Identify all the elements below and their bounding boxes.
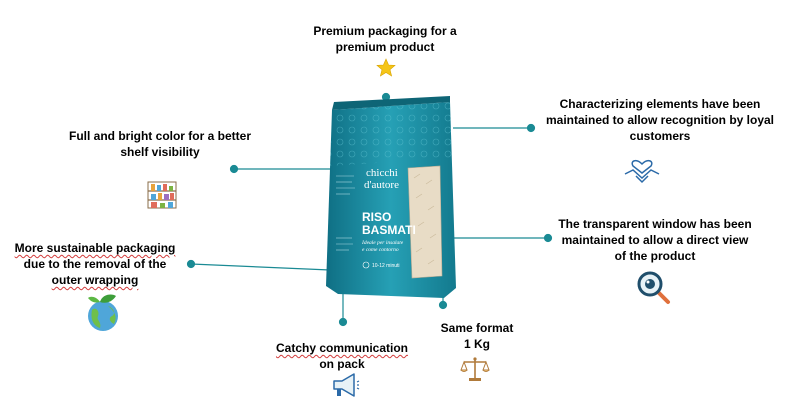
callout-same-format: Same format 1 Kg bbox=[432, 320, 522, 352]
sustainable-line-1: More sustainable packaging bbox=[14, 241, 176, 255]
globe-leaf-icon bbox=[88, 294, 118, 331]
pack-brand-line-1: chicchi bbox=[366, 167, 398, 179]
rice-pack-image: chicchi d'autore RISO BASMATI Ideale per… bbox=[326, 96, 456, 298]
callout-characterizing-elements: Characterizing elements have been mainta… bbox=[545, 97, 775, 143]
pack-brand-line-2: d'autore bbox=[364, 179, 399, 191]
scales-icon bbox=[460, 357, 490, 381]
shelf-icon bbox=[147, 181, 177, 209]
callout-premium-packaging: Premium packaging for a premium product bbox=[313, 24, 457, 54]
callout-transparent-window: The transparent window has been maintain… bbox=[558, 217, 752, 263]
callout-sustainable-packaging: More sustainable packaging due to the re… bbox=[10, 240, 180, 288]
pack-subtitle-line-1: Ideale per insalate bbox=[361, 240, 404, 246]
pack-subtitle-line-2: e come contorno bbox=[362, 247, 399, 253]
magnifier-icon bbox=[637, 271, 670, 304]
star-icon bbox=[376, 58, 396, 77]
callout-bright-color: Full and bright color for a better shelf… bbox=[68, 129, 251, 159]
format-line-1: Same format bbox=[440, 321, 514, 335]
catchy-line-2: on pack bbox=[319, 357, 365, 371]
pack-cook-time: 10-12 minuti bbox=[372, 263, 400, 269]
pack-product-line-2: BASMATI bbox=[362, 223, 416, 237]
handshake-heart-icon bbox=[624, 159, 660, 184]
sustainable-line-3: outer wrapping bbox=[51, 273, 139, 287]
pack-product-line-1: RISO bbox=[362, 210, 391, 224]
callout-catchy-communication: Catchy communication on pack bbox=[267, 340, 417, 372]
format-line-2: 1 Kg bbox=[463, 337, 490, 351]
megaphone-icon bbox=[333, 373, 360, 397]
sustainable-line-2: due to the removal of the bbox=[23, 257, 167, 271]
catchy-line-1: Catchy communication bbox=[275, 341, 409, 355]
